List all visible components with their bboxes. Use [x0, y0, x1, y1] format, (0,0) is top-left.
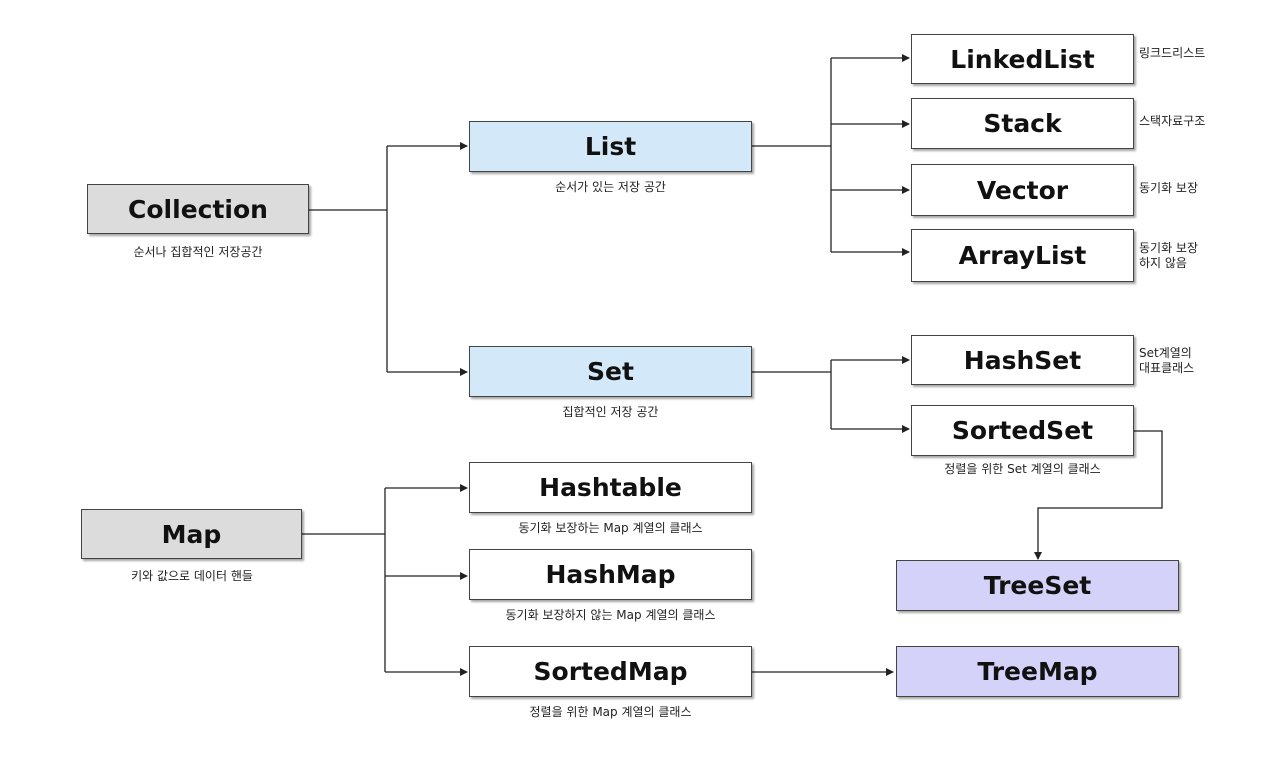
hashmap-description: 동기화 보장하지 않는 Map 계열의 클래스: [505, 608, 716, 622]
map-description: 키와 값으로 데이터 핸들: [131, 569, 253, 583]
node-hashmap: HashMap: [469, 549, 752, 600]
node-vector-label: Vector: [976, 175, 1069, 205]
node-collection-label: Collection: [128, 194, 268, 224]
collection-description: 순서나 집합적인 저장공간: [133, 245, 263, 259]
hashset-note: Set계열의 대표클래스: [1139, 346, 1194, 376]
node-sortedset-label: SortedSet: [951, 416, 1094, 445]
node-sortedmap: SortedMap: [469, 646, 752, 697]
node-hashset-label: HashSet: [963, 345, 1082, 375]
edge-set-trunk: [752, 360, 832, 429]
node-hashtable-label: Hashtable: [539, 473, 682, 502]
edge-list-trunk: [752, 58, 832, 252]
hashset-note-line2: 대표클래스: [1139, 361, 1195, 375]
node-map: Map: [81, 509, 302, 559]
vector-note: 동기화 보장: [1139, 181, 1199, 195]
edge-collection-list-set: [309, 146, 388, 372]
arraylist-note-line1: 동기화 보장: [1139, 241, 1199, 255]
node-treeset-label: TreeSet: [983, 571, 1092, 600]
node-set: Set: [469, 346, 752, 397]
node-sortedmap-label: SortedMap: [533, 657, 688, 686]
hashset-note-line1: Set계열의: [1139, 346, 1192, 360]
set-description: 집합적인 저장 공간: [562, 405, 659, 419]
node-arraylist: ArrayList: [911, 229, 1134, 282]
node-hashset: HashSet: [911, 335, 1134, 385]
node-hashtable: Hashtable: [469, 462, 752, 513]
node-list: List: [469, 121, 752, 172]
node-treemap: TreeMap: [896, 646, 1179, 697]
sortedmap-description: 정렬을 위한 Map 계열의 클래스: [529, 705, 692, 719]
edge-map-trunk: [302, 488, 386, 672]
node-linkedlist: LinkedList: [911, 34, 1134, 84]
node-linkedlist-label: LinkedList: [950, 44, 1095, 74]
node-map-label: Map: [161, 519, 222, 549]
node-stack: Stack: [911, 98, 1134, 149]
edge-sortedset-to-treeset: [1034, 430, 1163, 560]
node-treemap-label: TreeMap: [977, 657, 1098, 686]
arraylist-note-line2: 하지 않음: [1139, 256, 1187, 270]
list-description: 순서가 있는 저장 공간: [555, 180, 666, 194]
sortedset-description: 정렬을 위한 Set 계열의 클래스: [944, 462, 1101, 476]
node-treeset: TreeSet: [896, 560, 1179, 611]
node-sortedset: SortedSet: [911, 405, 1134, 456]
hashtable-description: 동기화 보장하는 Map 계열의 클래스: [518, 521, 703, 535]
node-collection: Collection: [87, 184, 309, 234]
node-hashmap-label: HashMap: [545, 560, 676, 589]
arraylist-note: 동기화 보장 하지 않음: [1139, 241, 1198, 271]
node-stack-label: Stack: [983, 109, 1062, 138]
node-vector: Vector: [911, 164, 1134, 216]
linkedlist-note: 링크드리스트: [1139, 46, 1206, 60]
node-arraylist-label: ArrayList: [958, 241, 1087, 270]
stack-note: 스택자료구조: [1139, 114, 1206, 128]
node-list-label: List: [584, 132, 637, 161]
node-set-label: Set: [587, 357, 634, 386]
